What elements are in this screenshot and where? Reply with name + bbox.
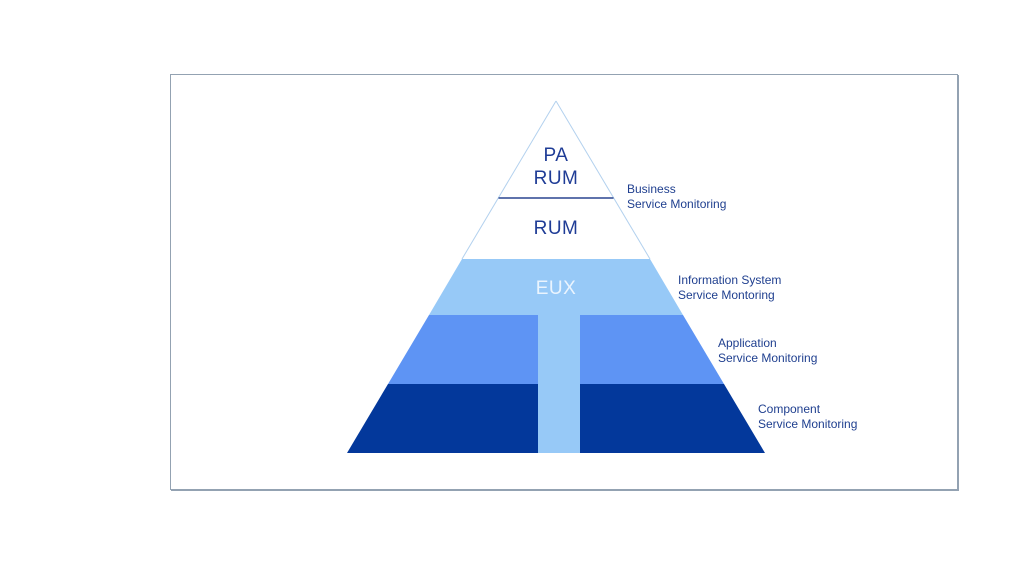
annotation-line: Business	[627, 182, 676, 196]
annotation-line: Service Montoring	[678, 287, 775, 302]
annotation-line: Information System	[678, 273, 782, 287]
level-label-line: PA	[543, 145, 569, 166]
annotation-application: Application Service Monitoring	[718, 336, 817, 365]
annotation-business: Business Service Monitoring	[627, 182, 726, 211]
level-label-rum: RUM	[486, 217, 626, 240]
level-label-eux: EUX	[486, 277, 626, 300]
level-label-line: RUM	[533, 168, 579, 189]
level-label-line: RUM	[533, 218, 579, 239]
annotation-information-system: Information System Service Montoring	[678, 273, 781, 302]
annotation-line: Service Monitoring	[627, 196, 727, 211]
level-label-line: EUX	[535, 278, 577, 299]
level-label-pa-rum: PA RUM	[486, 144, 626, 190]
annotation-line: Component	[758, 402, 821, 416]
annotation-line: Service Monitoring	[758, 416, 858, 431]
annotation-line: Application	[718, 336, 777, 350]
annotation-line: Service Monitoring	[718, 350, 818, 365]
annotation-component: Component Service Monitoring	[758, 402, 857, 431]
